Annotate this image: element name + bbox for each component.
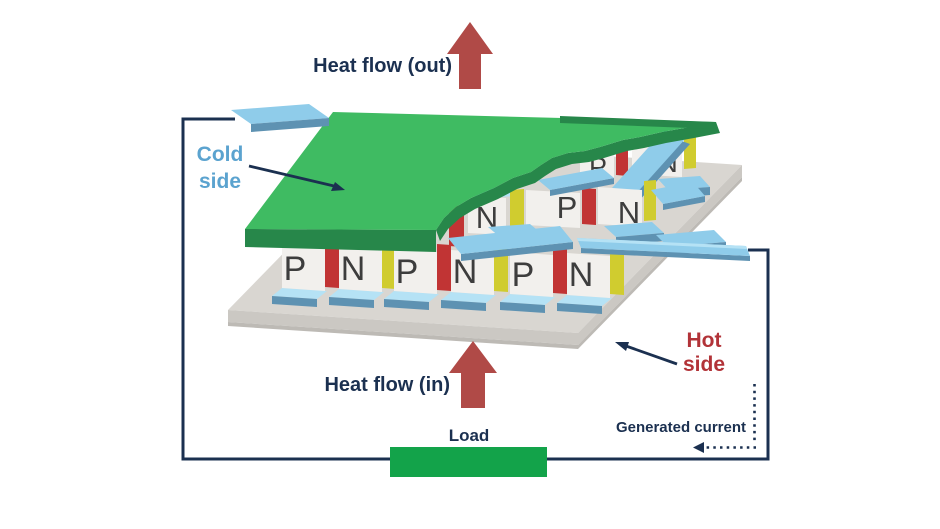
teg-module: P N N P N bbox=[228, 104, 750, 349]
pn-letter: N bbox=[476, 200, 498, 235]
bottom-pad bbox=[329, 289, 384, 300]
base-plate-front bbox=[228, 310, 578, 345]
cold-plate bbox=[245, 112, 720, 252]
heat-flow-in-label: Heat flow (in) bbox=[324, 374, 450, 396]
bottom-pad bbox=[441, 292, 496, 303]
pn-letter: P bbox=[512, 256, 535, 294]
pn-couple: P N bbox=[272, 241, 396, 308]
bottom-pad-edge bbox=[441, 300, 486, 311]
tab-edge bbox=[251, 118, 329, 132]
tab-highlight bbox=[577, 238, 747, 249]
base-plate-right-lip bbox=[578, 177, 742, 349]
top-connector-tab-left bbox=[231, 104, 329, 132]
pn-cube-n bbox=[339, 247, 382, 292]
pn-letter: N bbox=[569, 256, 594, 294]
load-label: Load bbox=[449, 426, 490, 445]
bottom-pad bbox=[384, 291, 439, 302]
pn-letter: P bbox=[557, 190, 578, 225]
bottom-pad-edge bbox=[500, 302, 545, 313]
bottom-connector-tab-right bbox=[577, 238, 750, 261]
current-arrowhead bbox=[693, 442, 704, 453]
heat-flow-out-arrow-icon bbox=[447, 22, 493, 89]
top-connector bbox=[612, 130, 686, 196]
top-connector-edge bbox=[461, 242, 573, 261]
bottom-pad-edge bbox=[329, 297, 374, 308]
hot-side-pointer-line bbox=[625, 344, 678, 366]
heat-flow-out-label: Heat flow (out) bbox=[313, 55, 452, 77]
generated-current-annotation: Generated current bbox=[616, 384, 756, 453]
pn-cube-n bbox=[567, 253, 610, 298]
cold-side-pointer-arrowhead bbox=[331, 182, 345, 191]
pn-cube-p bbox=[510, 252, 553, 297]
yellow-strip bbox=[510, 189, 524, 227]
generated-current-label: Generated current bbox=[616, 419, 746, 436]
tab-edge bbox=[581, 248, 750, 261]
pn-letter: P bbox=[284, 250, 307, 288]
cold-side-label-line2: side bbox=[199, 170, 241, 193]
pn-cube-p bbox=[282, 246, 325, 291]
bottom-pad bbox=[604, 222, 664, 237]
bottom-pad-edge bbox=[272, 296, 317, 307]
hot-side-label-line2: side bbox=[683, 353, 725, 376]
pn-cube-p bbox=[394, 249, 437, 294]
heat-flow-in-arrow-icon bbox=[449, 341, 497, 408]
pn-cube-n bbox=[598, 187, 642, 227]
cold-plate-front bbox=[245, 229, 436, 252]
pn-couple: P N bbox=[384, 244, 508, 311]
yellow-strip bbox=[494, 247, 508, 292]
load-annotation: Load bbox=[390, 426, 547, 477]
pn-cube-n bbox=[451, 250, 494, 295]
bottom-pad bbox=[500, 294, 555, 305]
cold-side-annotation: Cold side bbox=[197, 143, 345, 193]
pn-letter: P bbox=[396, 253, 419, 291]
load-resistor bbox=[390, 447, 547, 477]
red-strip bbox=[582, 188, 596, 225]
yellow-strip bbox=[382, 244, 396, 289]
pn-cube-p bbox=[526, 190, 580, 228]
red-strip bbox=[325, 241, 339, 288]
front-row: P N P N bbox=[272, 241, 624, 314]
heat-flow-out-annotation: Heat flow (out) bbox=[313, 22, 493, 89]
tab-top bbox=[231, 104, 329, 124]
top-connector-front bbox=[448, 226, 573, 261]
pn-couple: P N bbox=[500, 247, 624, 314]
cold-plate-wave-edge bbox=[436, 122, 720, 241]
hot-side-label-line1: Hot bbox=[687, 329, 722, 352]
small-connector bbox=[651, 182, 705, 204]
top-connector-edge bbox=[550, 178, 614, 196]
top-connector bbox=[448, 226, 573, 254]
red-strip bbox=[437, 244, 451, 291]
base-plate-front-lip bbox=[228, 322, 578, 349]
red-strip bbox=[553, 247, 567, 294]
cold-plate-top bbox=[245, 112, 716, 230]
cold-side-pointer-line bbox=[248, 164, 335, 188]
heat-flow-in-annotation: Heat flow (in) bbox=[324, 341, 497, 408]
pn-letter: N bbox=[618, 195, 640, 230]
yellow-strip bbox=[610, 250, 624, 295]
pn-letter: N bbox=[341, 250, 366, 288]
hot-side-annotation: Hot side bbox=[615, 329, 725, 376]
cold-side-label-line1: Cold bbox=[197, 143, 244, 166]
bottom-pad-edge bbox=[557, 303, 602, 314]
top-connector bbox=[538, 168, 614, 190]
cold-plate-back-edge bbox=[560, 116, 716, 129]
bottom-pad bbox=[557, 295, 612, 306]
small-connector-edge bbox=[663, 196, 705, 210]
bottom-pad-edge bbox=[384, 299, 429, 310]
bottom-pad bbox=[272, 288, 327, 299]
hot-side-pointer-arrowhead bbox=[615, 342, 629, 351]
yellow-strip bbox=[644, 180, 656, 221]
